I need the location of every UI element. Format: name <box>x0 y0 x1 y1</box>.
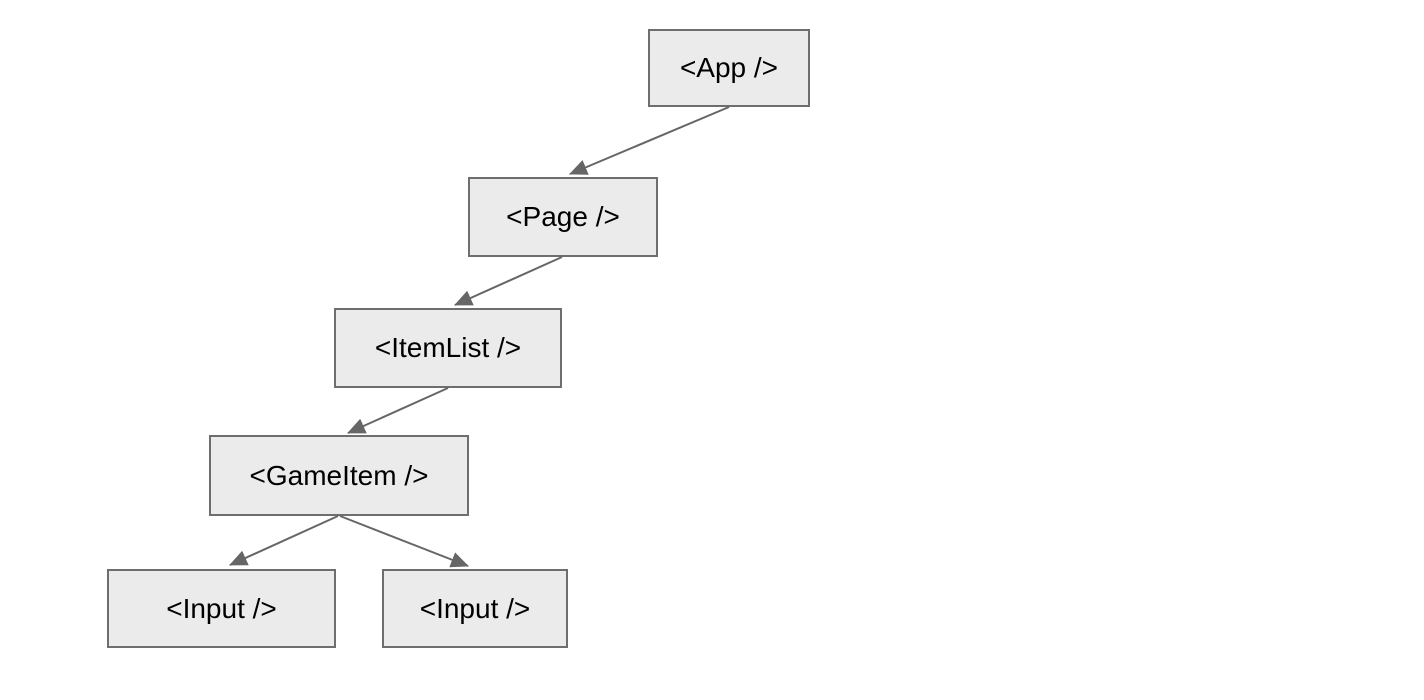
node-page: <Page /> <box>468 177 658 257</box>
node-itemlist: <ItemList /> <box>334 308 562 388</box>
node-app-label: <App /> <box>679 52 779 83</box>
node-input-1-label: <Input /> <box>166 592 277 624</box>
node-gameitem-label: <GameItem /> <box>249 459 429 491</box>
node-input-2-label: <Input /> <box>419 592 531 624</box>
node-app: <App /> <box>648 29 810 107</box>
node-gameitem: <GameItem /> <box>209 435 469 516</box>
edge-page-itemlist <box>454 256 563 306</box>
node-page-label: <Page /> <box>506 201 620 232</box>
edge-gameitem-input-2 <box>339 515 469 568</box>
edge-app-page <box>569 106 730 175</box>
node-input-2: <Input /> <box>382 569 568 648</box>
node-input-1: <Input /> <box>107 569 336 648</box>
edge-itemlist-gameitem <box>347 387 449 434</box>
node-itemlist-label: <ItemList /> <box>374 332 522 363</box>
edge-gameitem-input-1 <box>229 515 339 566</box>
